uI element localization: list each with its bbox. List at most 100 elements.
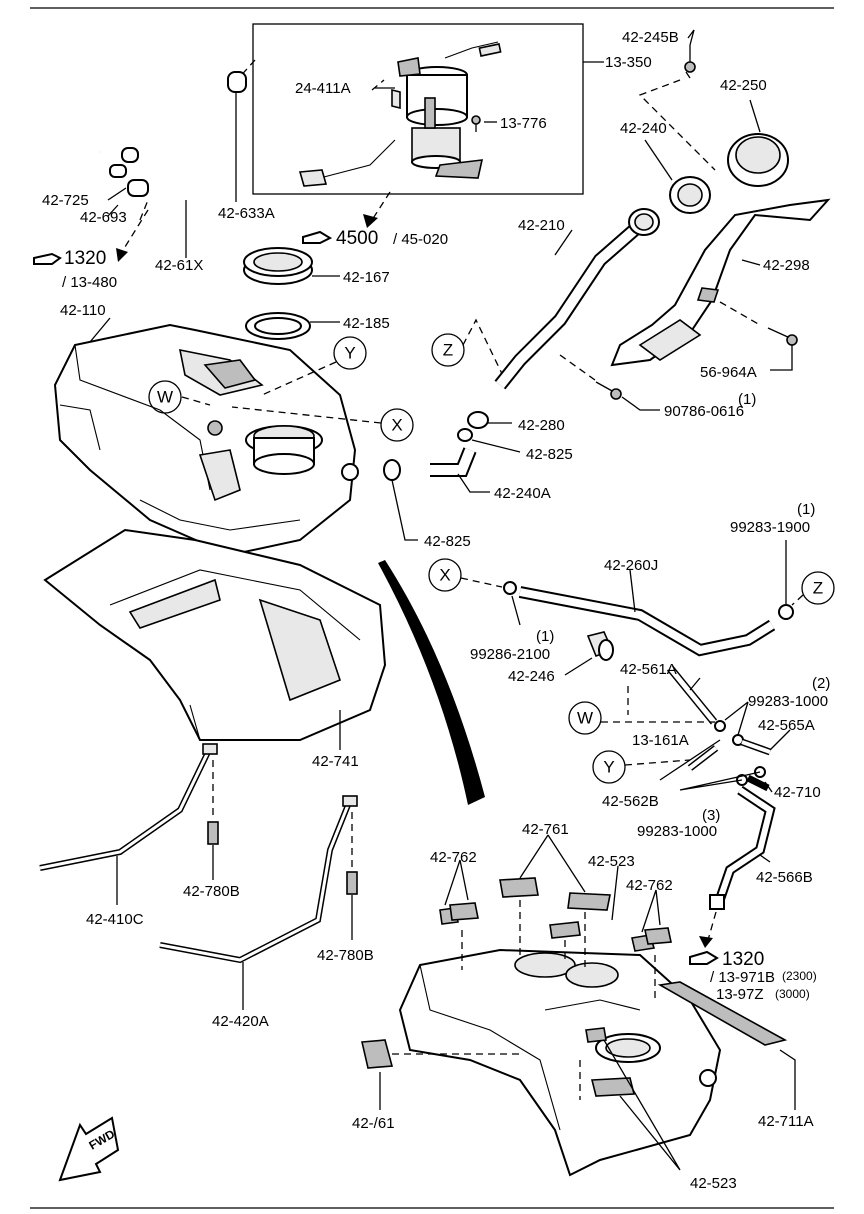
label-42-780b-b: 42-780B bbox=[317, 947, 374, 964]
label-qty-1-c: (1) bbox=[536, 628, 554, 645]
label-42-245b: 42-245B bbox=[622, 29, 679, 46]
gas-cap-42-250 bbox=[727, 133, 789, 187]
label-qty-1-b: (1) bbox=[797, 501, 815, 518]
label-42-523-b: 42-523 bbox=[690, 1175, 737, 1192]
fuel-pump-box bbox=[252, 23, 584, 195]
label-qty-3: (3) bbox=[702, 807, 720, 824]
label-42-240: 42-240 bbox=[620, 120, 667, 137]
svg-text:X: X bbox=[439, 566, 450, 585]
clip-99286-2100 bbox=[503, 581, 517, 595]
bolt-56-964a bbox=[767, 327, 798, 346]
hose-42-566b bbox=[709, 785, 776, 910]
label-99286-2100: 99286-2100 bbox=[470, 646, 550, 663]
bolt-90786-0616 bbox=[595, 381, 622, 400]
callout-w-lower: W bbox=[568, 701, 602, 735]
tube-42-565a bbox=[740, 738, 772, 756]
label-24-411a: 24-411A bbox=[295, 80, 351, 97]
label-42-210: 42-210 bbox=[518, 217, 565, 234]
arrow-4500 bbox=[363, 214, 378, 228]
ref-arrow-icon-4500 bbox=[302, 230, 333, 244]
pad-42-762-a bbox=[439, 902, 479, 925]
label-42-825-b: 42-825 bbox=[424, 533, 471, 550]
arrow-1320-b bbox=[699, 936, 713, 948]
label-99283-1000-b: 99283-1000 bbox=[637, 823, 717, 840]
label-42-280: 42-280 bbox=[518, 417, 565, 434]
insulator-42-741 bbox=[43, 528, 387, 741]
gasket-42-185 bbox=[245, 312, 311, 340]
fuel-tank-42-110 bbox=[53, 323, 359, 557]
filler-pipe-42-210 bbox=[494, 208, 660, 390]
label-42-566b: 42-566B bbox=[756, 869, 813, 886]
callout-w-upper: W bbox=[148, 380, 182, 414]
callout-x-upper: X bbox=[380, 408, 414, 442]
shield-42-298 bbox=[610, 198, 831, 367]
label-42-562b: 42-562B bbox=[602, 793, 659, 810]
pad-42-523-b bbox=[585, 1027, 636, 1097]
svg-text:W: W bbox=[157, 388, 173, 407]
lock-ring-42-167 bbox=[243, 247, 313, 285]
label-13-350: 13-350 bbox=[605, 54, 652, 71]
label-ref-1320-b: 1320 bbox=[722, 949, 764, 970]
label-99283-1000-a: 99283-1000 bbox=[748, 693, 828, 710]
label-qty-2: (2) bbox=[812, 675, 830, 692]
strap-42-410c bbox=[39, 743, 218, 871]
label-42-246: 42-246 bbox=[508, 668, 555, 685]
label-42-240a: 42-240A bbox=[494, 485, 551, 502]
label-42-762-b: 42-762 bbox=[626, 877, 673, 894]
label-42-565a: 42-565A bbox=[758, 717, 815, 734]
label-42-761-a: 42-761 bbox=[522, 821, 569, 838]
clamp-42-825-b bbox=[383, 459, 401, 481]
fuel-tank-lower bbox=[398, 948, 722, 1177]
label-90786-0616: 90786-0616 bbox=[664, 403, 744, 420]
pad-42-761-a bbox=[499, 877, 611, 911]
label-13-776: 13-776 bbox=[500, 115, 547, 132]
pad-42-523-a bbox=[549, 921, 581, 939]
labels: 42-245B 13-350 24-411A 13-776 42-250 42-… bbox=[42, 29, 830, 1192]
callout-y-upper: Y bbox=[333, 336, 367, 370]
label-ref-1320-a: 1320 bbox=[64, 248, 106, 269]
label-42-711a: 42-711A bbox=[758, 1113, 814, 1130]
label-42-260j: 42-260J bbox=[604, 557, 658, 574]
callout-x-lower: X bbox=[428, 558, 462, 592]
callout-z-upper: Z bbox=[431, 333, 465, 367]
screw-13-776 bbox=[471, 115, 481, 132]
tube-42-562b bbox=[687, 745, 719, 771]
label-42-762-a: 42-762 bbox=[430, 849, 477, 866]
label-13-161a: 13-161A bbox=[632, 732, 689, 749]
ref-arrow-icon-1320-b bbox=[689, 950, 719, 965]
svg-text:X: X bbox=[391, 416, 402, 435]
pad-42-711a bbox=[657, 981, 788, 1046]
label-42-167: 42-167 bbox=[343, 269, 390, 286]
fwd-arrow-icon: FWD bbox=[58, 1116, 120, 1182]
pad-42-761-b bbox=[361, 1039, 394, 1069]
clip-99283-1900 bbox=[778, 604, 794, 620]
label-42-420a: 42-420A bbox=[212, 1013, 269, 1030]
svg-text:Y: Y bbox=[603, 758, 614, 777]
strap-42-420a bbox=[159, 795, 358, 964]
callout-z-lower: Z bbox=[801, 571, 835, 605]
label-42-410c: 42-410C bbox=[86, 911, 144, 928]
svg-text:Z: Z bbox=[443, 341, 453, 360]
label-42-523-a: 42-523 bbox=[588, 853, 635, 870]
label-42-298: 42-298 bbox=[763, 257, 810, 274]
label-ref-4500: 4500 bbox=[336, 228, 378, 249]
clamp-42-825-a bbox=[457, 428, 473, 442]
label-qty-1-a: (1) bbox=[738, 391, 756, 408]
label-42-185: 42-185 bbox=[343, 315, 390, 332]
pad-42-762-b bbox=[631, 927, 672, 952]
tube-42-561a bbox=[666, 665, 718, 725]
svg-text:Y: Y bbox=[344, 344, 355, 363]
fuel-pump-assembly bbox=[298, 41, 502, 187]
hose-42-240a bbox=[430, 447, 477, 477]
label-42-693: 42-693 bbox=[80, 209, 127, 226]
bolt-42-780b-b bbox=[346, 812, 358, 895]
hose-42-633a bbox=[98, 71, 247, 203]
label-ref-13-480: / 13-480 bbox=[62, 274, 117, 291]
label-ref-13-97z: 13-97Z bbox=[716, 986, 764, 1003]
label-42-780b-a: 42-780B bbox=[183, 883, 240, 900]
tube-42-710 bbox=[746, 774, 770, 792]
label-ref-3000: (3000) bbox=[775, 987, 810, 1001]
label-42-710: 42-710 bbox=[774, 784, 821, 801]
